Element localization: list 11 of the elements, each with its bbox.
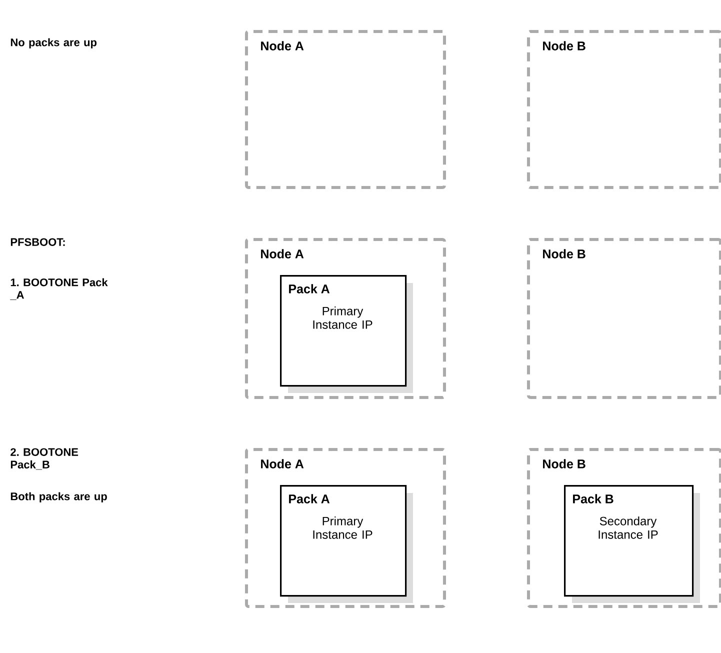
pack-box: Pack A Primary Instance IP [280,485,413,603]
step-label: Both packs are up [10,492,107,502]
node-box: Node B [527,238,721,399]
node-box: Node A [245,30,446,189]
step-label: PFSBOOT: [10,238,65,246]
pack-box: Pack A Primary Instance IP [280,275,413,393]
step-label: 2. BOOTONE Pack_B [10,448,78,470]
pack-box: Pack B Secondary Instance IP [564,485,700,603]
step-label: 1. BOOTONE Pack _A [10,278,108,300]
step-label: No packs are up [10,38,97,48]
node-box: Node B [527,30,721,189]
